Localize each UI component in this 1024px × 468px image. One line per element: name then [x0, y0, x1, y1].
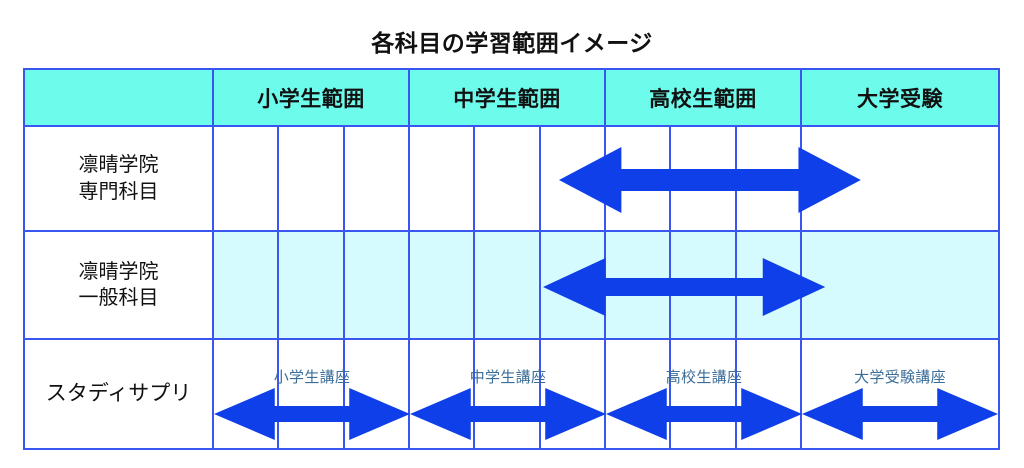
header-label-univexam: 大学受験	[857, 87, 943, 111]
header-group-univexam: 大学受験	[802, 70, 998, 125]
header-corner-cell	[25, 70, 214, 125]
row2-cell-highschool	[606, 232, 802, 338]
header-label-elementary: 小学生範囲	[257, 87, 365, 111]
row-body-studysapuri: 小学生講座 中学生講座 高校生講座 大学受験講座	[214, 340, 998, 448]
row1-cell-highschool	[606, 127, 802, 230]
row-label-rinsei-general: 凛晴学院 一般科目	[25, 232, 214, 338]
table-header-row: 小学生範囲 中学生範囲 高校生範囲 大学受験	[25, 70, 998, 127]
row3-cell-elementary	[214, 340, 410, 448]
row-label-rinsei-specialized: 凛晴学院 専門科目	[25, 127, 214, 230]
subdividers	[606, 232, 800, 338]
subdividers	[214, 232, 408, 338]
table-row: 凛晴学院 専門科目	[25, 127, 998, 232]
header-group-juniorhigh: 中学生範囲	[410, 70, 606, 125]
header-label-juniorhigh: 中学生範囲	[453, 87, 561, 111]
row1-cell-elementary	[214, 127, 410, 230]
row1-groups	[214, 127, 998, 230]
subdividers	[606, 340, 800, 448]
subdividers	[214, 127, 408, 230]
page-title: 各科目の学習範囲イメージ	[371, 30, 653, 56]
row1-cell-univexam	[802, 127, 998, 230]
subdividers	[410, 232, 604, 338]
row3-cell-univexam	[802, 340, 998, 448]
row3-groups	[214, 340, 998, 448]
table-row: スタディサプリ	[25, 340, 998, 448]
header-groups: 小学生範囲 中学生範囲 高校生範囲 大学受験	[214, 70, 998, 125]
header-body-area: 小学生範囲 中学生範囲 高校生範囲 大学受験	[214, 70, 998, 125]
row2-cell-juniorhigh	[410, 232, 606, 338]
subdividers	[410, 340, 604, 448]
study-range-table: 小学生範囲 中学生範囲 高校生範囲 大学受験 凛晴学院 専門科目	[23, 68, 1000, 450]
row1-cell-juniorhigh	[410, 127, 606, 230]
row-body-rinsei-general	[214, 232, 998, 338]
row2-groups	[214, 232, 998, 338]
subdividers	[606, 127, 800, 230]
header-group-elementary: 小学生範囲	[214, 70, 410, 125]
row-body-rinsei-specialized	[214, 127, 998, 230]
subdividers	[214, 340, 408, 448]
row2-cell-elementary	[214, 232, 410, 338]
table-row: 凛晴学院 一般科目	[25, 232, 998, 340]
header-label-highschool: 高校生範囲	[649, 87, 757, 111]
row3-cell-highschool	[606, 340, 802, 448]
row3-cell-juniorhigh	[410, 340, 606, 448]
subdividers	[410, 127, 604, 230]
header-group-highschool: 高校生範囲	[606, 70, 802, 125]
row-label-studysapuri: スタディサプリ	[25, 340, 214, 448]
row2-cell-univexam	[802, 232, 998, 338]
